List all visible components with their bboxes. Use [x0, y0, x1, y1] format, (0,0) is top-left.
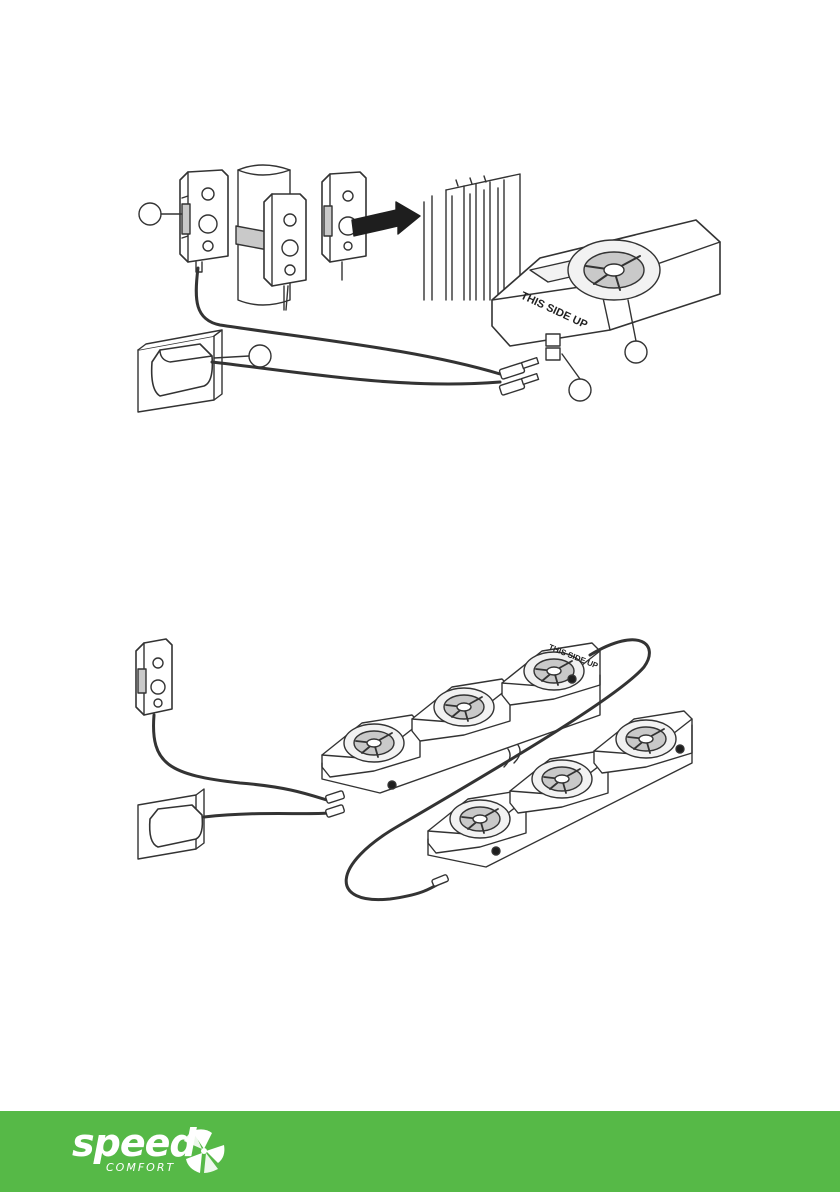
logo-subtitle: COMFORT — [106, 1161, 175, 1174]
adapter-cable — [204, 813, 330, 817]
brand-footer-bar: speed COMFORT — [0, 1111, 840, 1192]
cable-connectors — [499, 358, 538, 396]
radiator — [424, 174, 520, 300]
speed-comfort-logo: speed COMFORT — [66, 1121, 256, 1183]
installation-figure-2: THIS SIDE UP — [0, 615, 840, 905]
installation-figure-1: THIS SIDE UP — [0, 150, 840, 420]
controller-cable — [154, 715, 330, 801]
controller-unit — [136, 639, 172, 715]
controller-unit — [180, 170, 228, 272]
wall-socket — [138, 789, 204, 859]
fan-blade-logo-icon — [178, 1125, 230, 1177]
